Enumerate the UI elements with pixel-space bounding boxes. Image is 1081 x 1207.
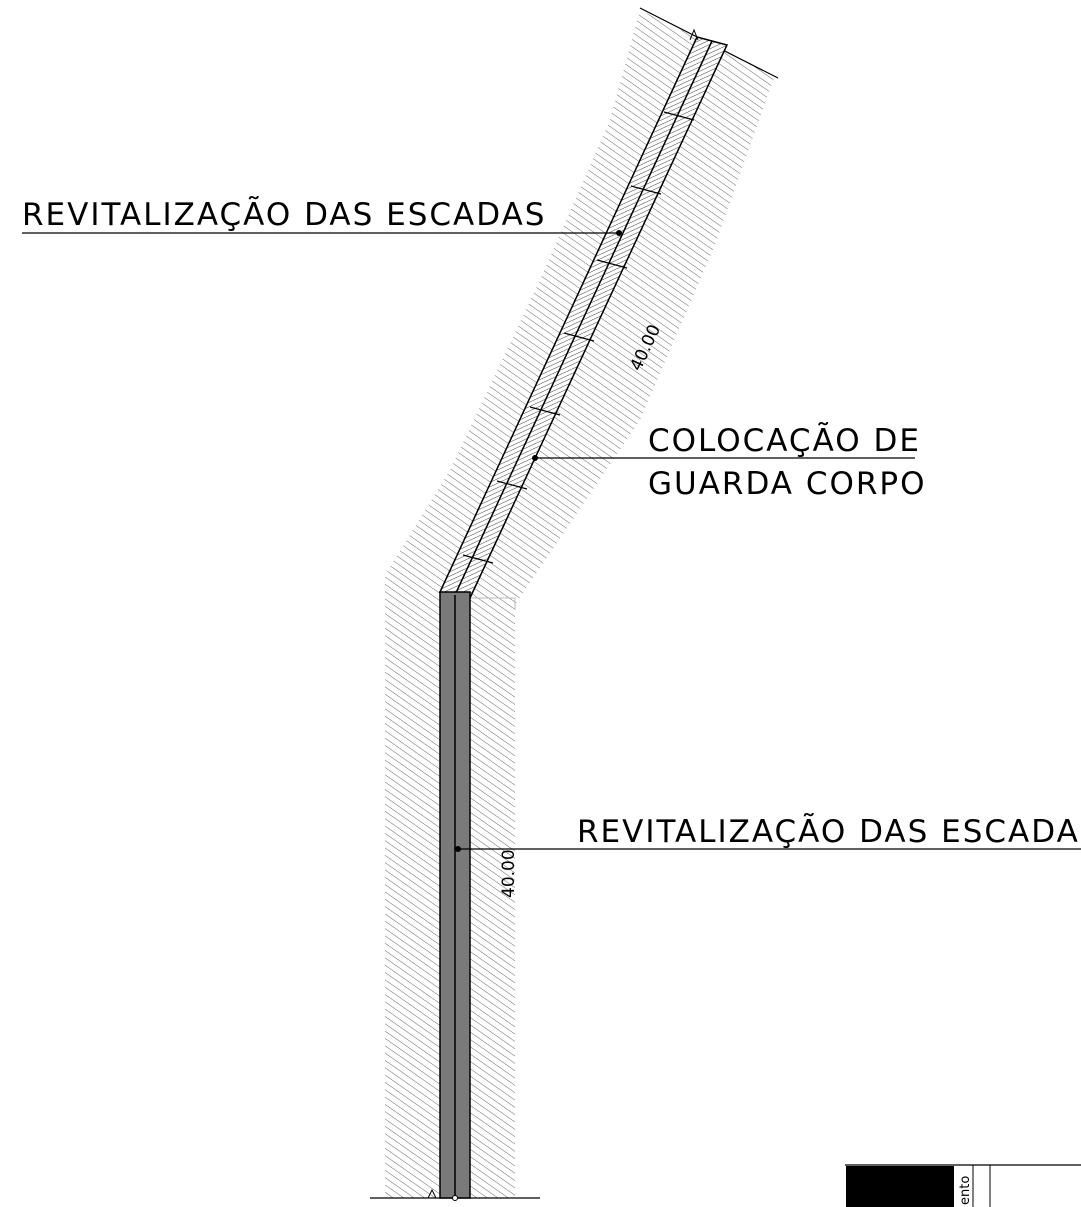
- break-mark-bottom: [427, 1188, 437, 1199]
- leader-upper-stairs-dot: [616, 230, 622, 236]
- break-mark-top: [689, 28, 699, 41]
- leader-lower-stairs-dot: [455, 846, 461, 852]
- label-upper-stairs: REVITALIZAÇÃO DAS ESCADAS: [22, 197, 546, 233]
- title-block: ento: [845, 1164, 1081, 1207]
- label-guardrail-line1: COLOCAÇÃO DE: [648, 423, 921, 459]
- dimension-lower-length: 40.00: [499, 849, 519, 898]
- label-guardrail-line2: GUARDA CORPO: [648, 466, 927, 502]
- leader-guardrail-dot: [532, 455, 538, 461]
- terrain-hatch: [385, 10, 775, 1198]
- upper-staircase-landings: [462, 111, 695, 564]
- lower-ramp-endpoint: [452, 1195, 458, 1201]
- terrain-corner-edge: [470, 597, 516, 610]
- upper-staircase-centerline: [454, 40, 713, 596]
- title-block-black-cell: [846, 1166, 954, 1207]
- label-lower-stairs: REVITALIZAÇÃO DAS ESCADAS: [577, 814, 1081, 850]
- title-block-partial-text: ento: [958, 1176, 973, 1205]
